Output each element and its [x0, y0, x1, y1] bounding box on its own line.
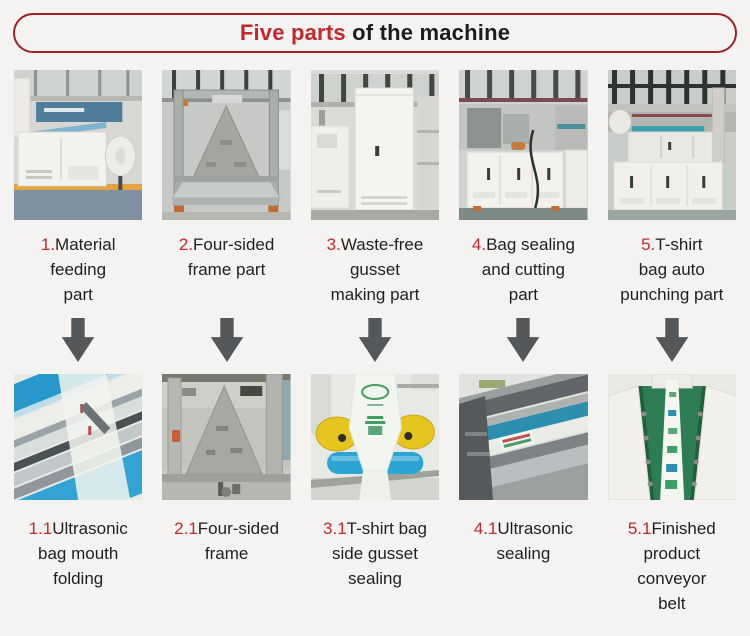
- column-t-shirt-auto-punching: 5.T-shirt bag auto punching part: [607, 70, 736, 616]
- caption-text: Material feeding part: [50, 235, 116, 304]
- caption-t-shirt-bag-side-gusset-sealing: 3.1T-shirt bag side gusset sealing: [311, 516, 439, 591]
- caption-bag-sealing-and-cutting-part: 4.Bag sealing and cutting part: [459, 232, 587, 310]
- caption-text: Four-sided frame: [197, 519, 280, 563]
- caption-number: 4.: [471, 235, 487, 254]
- caption-ultrasonic-bag-mouth-folding: 1.1Ultrasonic bag mouth folding: [14, 516, 142, 591]
- photo-material-feeding-part: [14, 70, 143, 220]
- photo-waste-free-gusset-making-part: [310, 70, 440, 220]
- column-bag-sealing-cutting: 4.Bag sealing and cutting part: [459, 70, 588, 616]
- caption-waste-free-gusset-making-part: 3.Waste-free gusset making part: [311, 232, 439, 310]
- caption-number: 5.1: [627, 519, 652, 538]
- caption-number: 3.1: [323, 519, 347, 538]
- caption-number: 3.: [326, 235, 341, 254]
- caption-number: 5.: [641, 235, 656, 254]
- caption-number: 1.1: [28, 519, 53, 538]
- caption-t-shirt-bag-auto-punching-part: 5.T-shirt bag auto punching part: [608, 232, 736, 310]
- caption-text: Ultrasonic bag mouth folding: [38, 519, 128, 588]
- photo-bag-sealing-and-cutting-part: [459, 70, 588, 220]
- caption-finished-product-conveyor-belt: 5.1Finished product conveyor belt: [608, 516, 736, 616]
- photo-finished-product-conveyor-belt: [607, 374, 736, 500]
- photo-ultrasonic-sealing: [459, 374, 588, 500]
- down-arrow-icon: [162, 318, 290, 362]
- column-four-sided-frame: 2.Four-sided frame part: [162, 70, 291, 616]
- caption-text: Bag sealing and cutting part: [481, 235, 575, 304]
- caption-material-feeding-part: 1.Material feeding part: [14, 232, 142, 310]
- photo-four-sided-frame-part: [162, 70, 291, 220]
- caption-text: T-shirt bag auto punching part: [620, 235, 724, 304]
- caption-text: Waste-free gusset making part: [330, 235, 424, 304]
- photo-t-shirt-bag-auto-punching-part: [607, 70, 736, 220]
- photo-four-sided-frame: [162, 374, 291, 500]
- caption-four-sided-frame: 2.1Four-sided frame: [162, 516, 290, 566]
- page-title: Five parts of the machine: [240, 20, 510, 46]
- column-waste-free-gusset: 3.Waste-free gusset making part: [310, 70, 440, 616]
- caption-ultrasonic-sealing: 4.1Ultrasonic sealing: [459, 516, 587, 566]
- caption-four-sided-frame-part: 2.Four-sided frame part: [162, 232, 290, 310]
- column-material-feeding: 1.Material feeding part: [14, 70, 143, 616]
- caption-text: Four-sided frame part: [187, 235, 275, 279]
- down-arrow-icon: [14, 318, 142, 362]
- caption-number: 2.: [178, 235, 194, 254]
- banner: Five parts of the machine: [13, 13, 737, 53]
- caption-text: T-shirt bag side gusset sealing: [331, 519, 427, 588]
- page-title-highlight: Five parts: [239, 20, 346, 45]
- caption-number: 4.1: [473, 519, 498, 538]
- down-arrow-icon: [608, 318, 736, 362]
- photo-t-shirt-bag-side-gusset-sealing: [310, 374, 440, 500]
- caption-text: Ultrasonic sealing: [496, 519, 573, 563]
- caption-number: 2.1: [174, 519, 198, 538]
- down-arrow-icon: [311, 318, 439, 362]
- machine-parts-grid: 1.Material feeding part: [0, 70, 750, 616]
- caption-text: Finished product conveyor belt: [637, 519, 716, 613]
- down-arrow-icon: [459, 318, 587, 362]
- page-title-rest: of the machine: [345, 20, 511, 45]
- photo-ultrasonic-bag-mouth-folding: [14, 374, 143, 500]
- caption-number: 1.: [40, 235, 56, 254]
